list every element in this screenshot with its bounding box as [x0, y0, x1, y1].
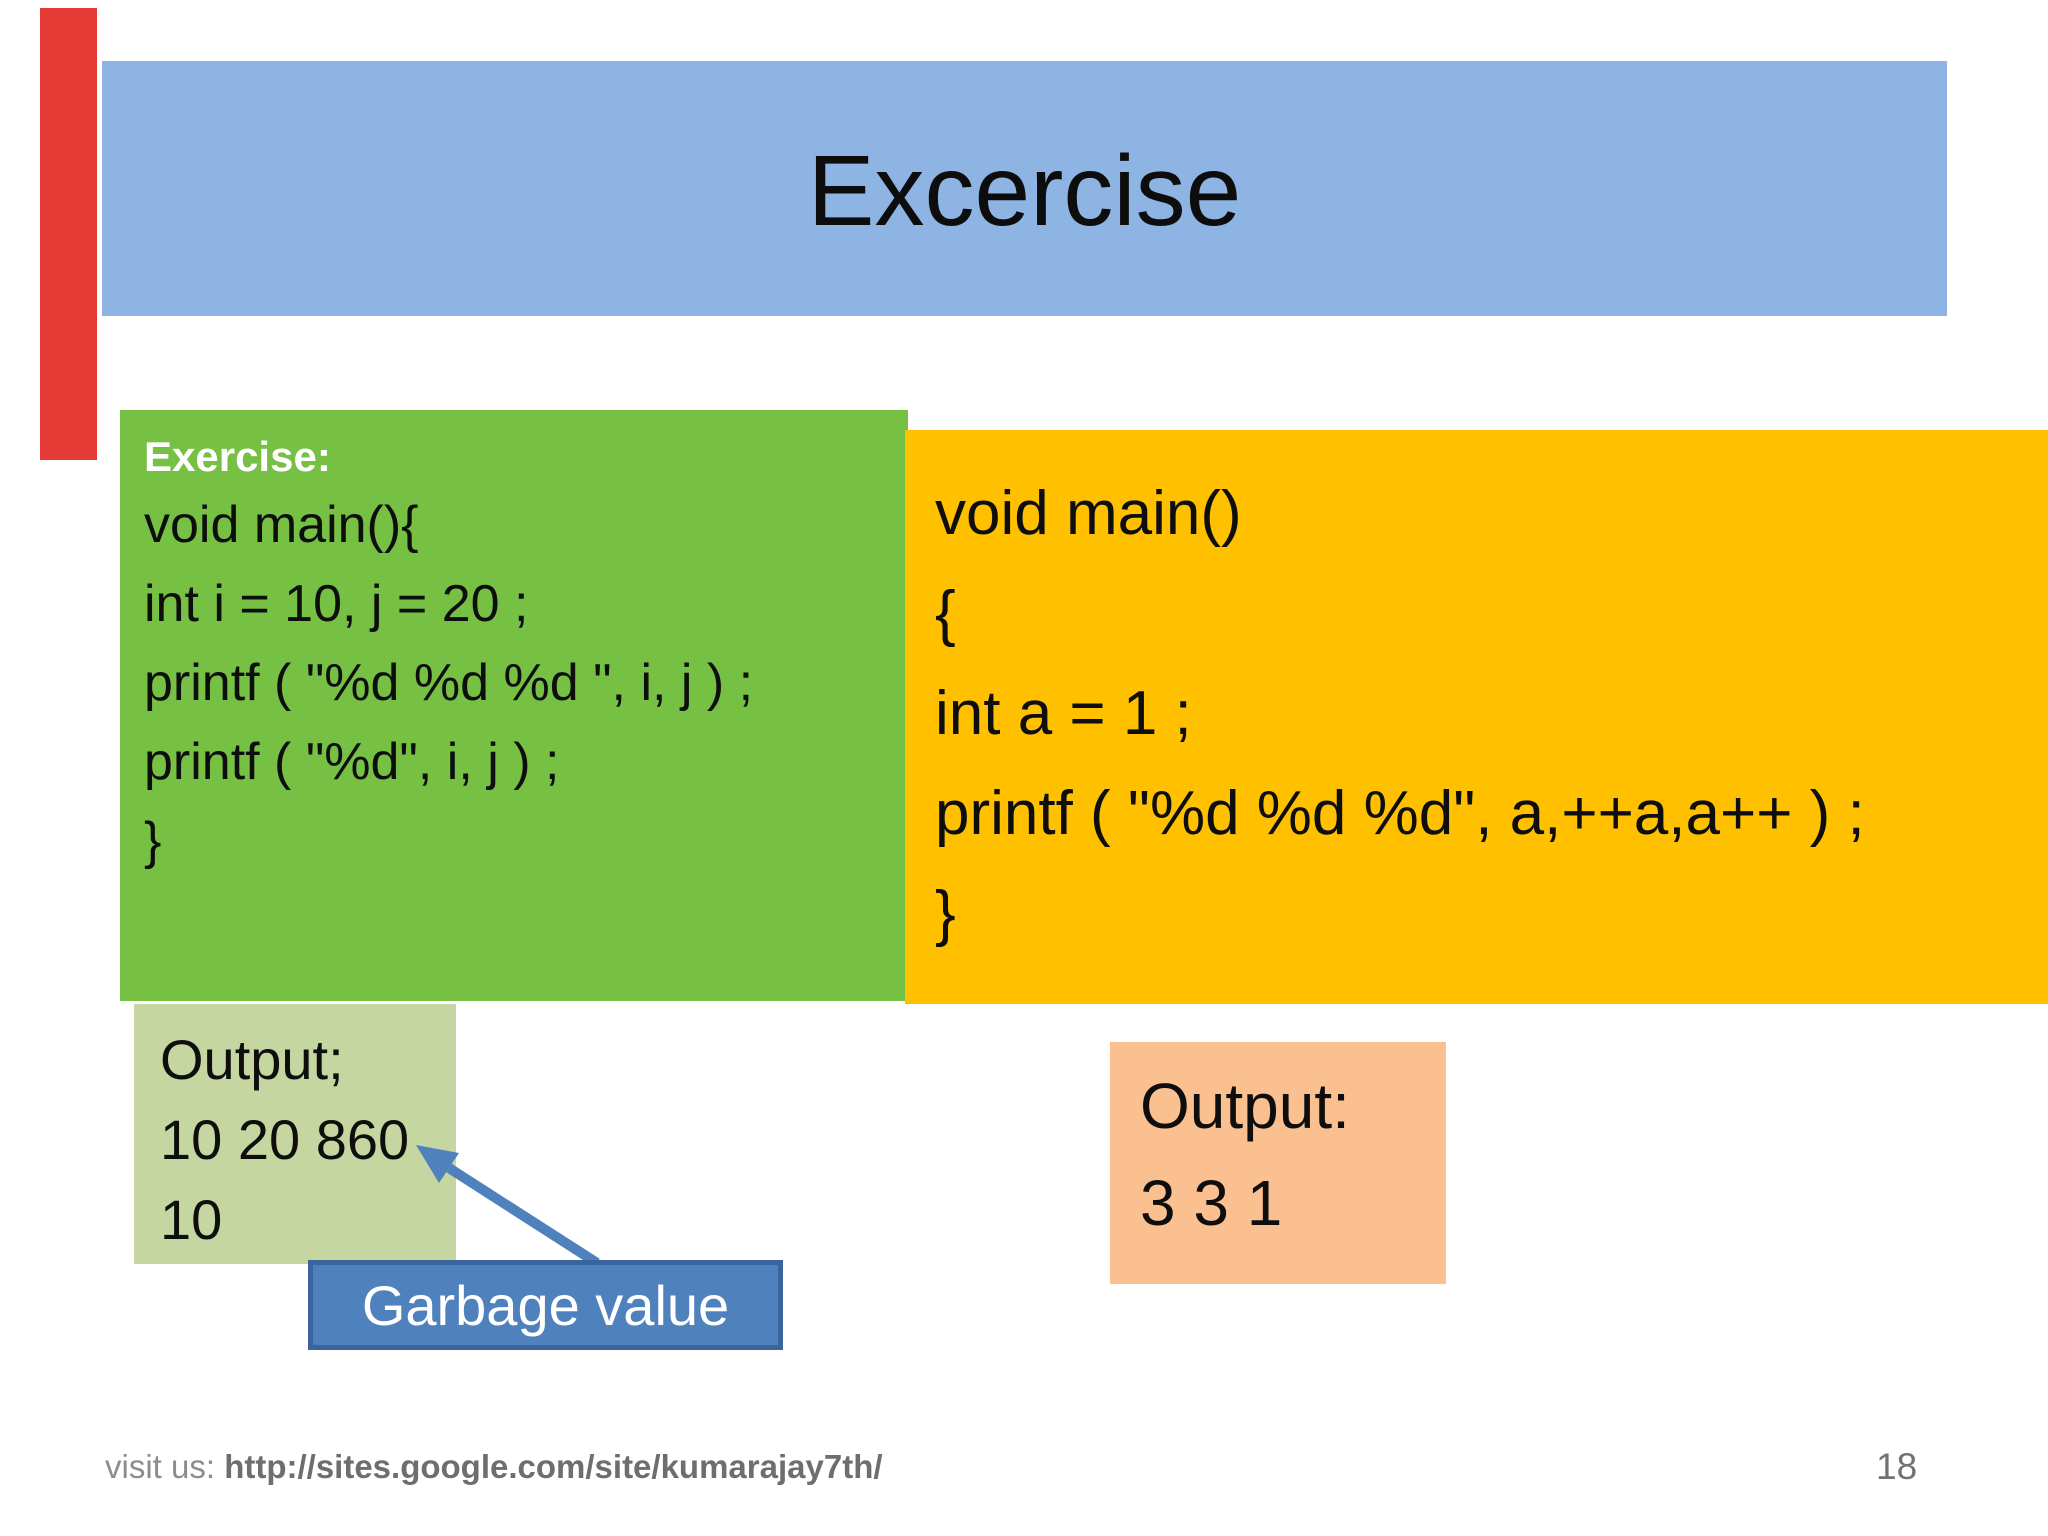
footer-prefix: visit us:	[105, 1448, 225, 1485]
exercise-label: Exercise:	[144, 433, 331, 480]
right-output-box: Output: 3 3 1	[1110, 1042, 1446, 1284]
code-line: printf ( "%d %d %d", a,++a,a++ ) ;	[935, 779, 1865, 848]
red-accent-bar	[40, 8, 97, 460]
exercise-code-box: Exercise: void main(){ int i = 10, j = 2…	[120, 410, 908, 1001]
output-line: Output;	[160, 1028, 344, 1091]
title-banner: Excercise	[102, 61, 1947, 316]
output-line: 10	[160, 1188, 223, 1251]
code-line: }	[144, 812, 162, 870]
left-output-box: Output; 10 20 860 10	[134, 1004, 456, 1264]
output-line: Output:	[1140, 1070, 1350, 1142]
footer-url[interactable]: http://sites.google.com/site/kumarajay7t…	[224, 1448, 883, 1485]
page-number: 18	[1876, 1446, 1918, 1487]
output-line: 3 3 1	[1140, 1167, 1283, 1239]
garbage-value-callout: Garbage value	[308, 1260, 783, 1350]
code-line: void main()	[935, 479, 1242, 548]
footer: visit us: http://sites.google.com/site/k…	[105, 1448, 883, 1486]
code-line: int i = 10, j = 20 ;	[144, 575, 529, 633]
output-line: 10 20 860	[160, 1108, 410, 1171]
code-line: printf ( "%d", i, j ) ;	[144, 733, 560, 791]
slide-title: Excercise	[807, 135, 1242, 247]
code-line: void main(){	[144, 496, 419, 554]
second-code-box: void main() { int a = 1 ; printf ( "%d %…	[905, 430, 2048, 1004]
code-line: printf ( "%d %d %d ", i, j ) ;	[144, 654, 754, 712]
code-line: {	[935, 579, 956, 648]
code-line: }	[935, 879, 956, 948]
garbage-value-label: Garbage value	[361, 1273, 730, 1337]
code-line: int a = 1 ;	[935, 679, 1192, 748]
